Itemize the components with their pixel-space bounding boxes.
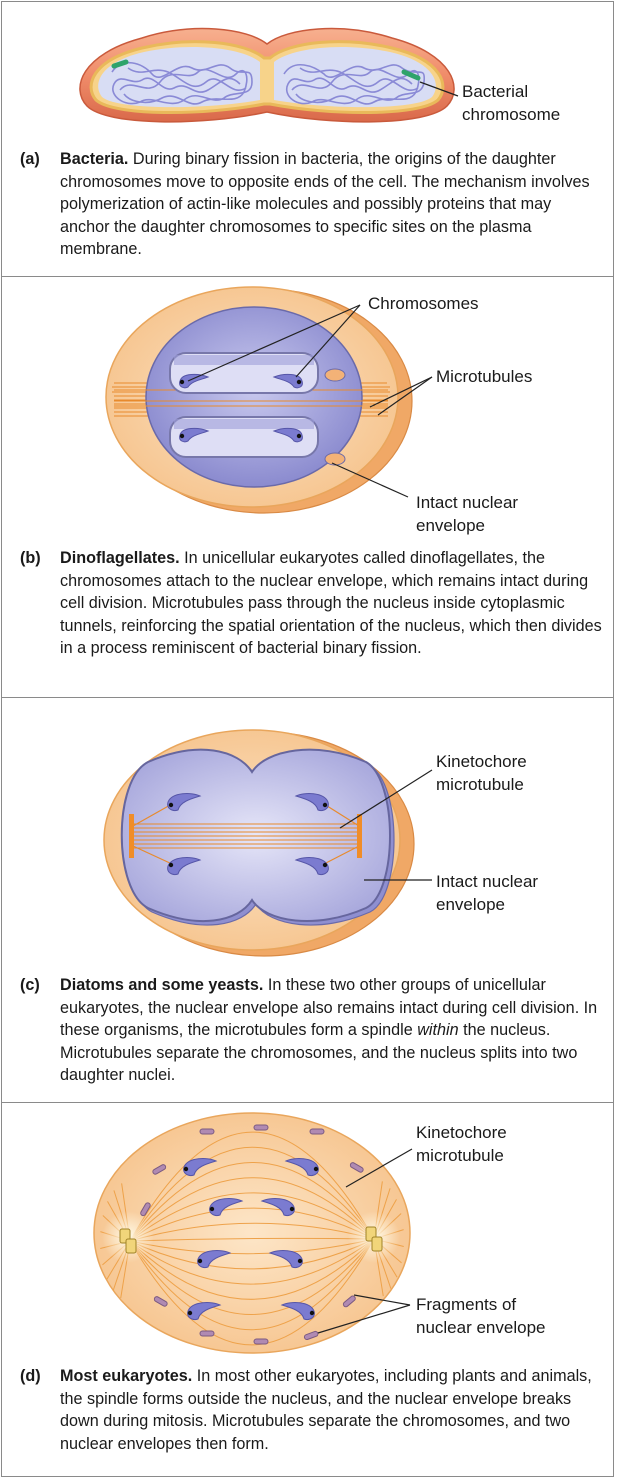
caption-b-lead: Dinoflagellates. [60,549,180,567]
label-bacterial-chromosome: Bacterial chromosome [462,82,561,124]
eukaryote-illustration [93,1112,413,1354]
label-intact-nuclear-envelope-c: Intact nuclear envelope [436,872,539,914]
caption-d: (d) Most eukaryotes. In most other eukar… [20,1365,605,1455]
caption-a-lead: Bacteria. [60,150,129,168]
centromeres-b [179,379,302,439]
label-kinetochore-microtubule-d: Kinetochore microtubule [416,1123,507,1165]
kinetochore-microtubules-c [132,803,360,865]
dinoflagellate-illustration [105,286,433,514]
bacterium-illustration [79,27,459,123]
panel-a-bacteria: Bacterial chromosome (a) Bacteria. Durin… [2,2,613,277]
caption-a-tag: (a) [20,150,40,168]
spindle-c [132,823,360,849]
caption-c-text-before: In these two other groups of unicellular… [60,976,598,1039]
envelope-fragments-d [140,1124,364,1345]
caption-c-tag: (c) [20,976,40,994]
caption-d-text: In most other eukaryotes, including plan… [60,1367,592,1453]
caption-a: (a) Bacteria. During binary fission in b… [20,148,605,261]
centromeres-d [183,1166,319,1316]
caption-c: (c) Diatoms and some yeasts. In these tw… [20,974,605,1087]
caption-c-lead: Diatoms and some yeasts. [60,976,264,994]
caption-c-text-after: the nucleus. Microtubules separate the c… [60,1021,578,1084]
panel-b-dinoflagellates: Chromosomes Microtubules Intact nuclear … [2,277,613,698]
diatom-illustration [103,729,433,957]
centrosome-left [119,1228,137,1254]
centromeres-c [168,802,328,868]
tunnel-openings-b [324,368,346,466]
caption-d-tag: (d) [20,1367,41,1385]
spindle-pole-left [129,814,134,858]
caption-b: (b) Dinoflagellates. In unicellular euka… [20,547,605,660]
label-intact-nuclear-envelope-b: Intact nuclear envelope [416,493,519,535]
label-microtubules: Microtubules [436,367,533,386]
caption-d-lead: Most eukaryotes. [60,1367,193,1385]
label-kinetochore-microtubule-c: Kinetochore microtubule [436,752,527,794]
chromosomes-b [179,373,303,443]
label-chromosomes: Chromosomes [368,294,479,313]
caption-b-tag: (b) [20,549,41,567]
centrosome-right [365,1226,383,1252]
caption-a-text: During binary fission in bacteria, the o… [60,150,590,258]
spindle-pole-right [357,814,362,858]
panel-c-diatoms: Kinetochore microtubule Intact nuclear e… [2,698,613,1103]
panel-d-most-eukaryotes: Kinetochore microtubule Fragments of nuc… [2,1103,613,1475]
nucleus-c [120,748,391,923]
chromosome-tangle-right [283,64,426,105]
caption-c-emphasis: within [417,1021,459,1039]
chromosomes-c [167,793,329,875]
origin-right [401,69,421,81]
origin-left [111,59,129,69]
caption-b-text: In unicellular eukaryotes called dinofla… [60,549,602,657]
chromosome-tangle-left [111,62,253,105]
label-fragments-nuclear-envelope: Fragments of nuclear envelope [416,1295,546,1337]
chromosomes-d [183,1158,319,1320]
